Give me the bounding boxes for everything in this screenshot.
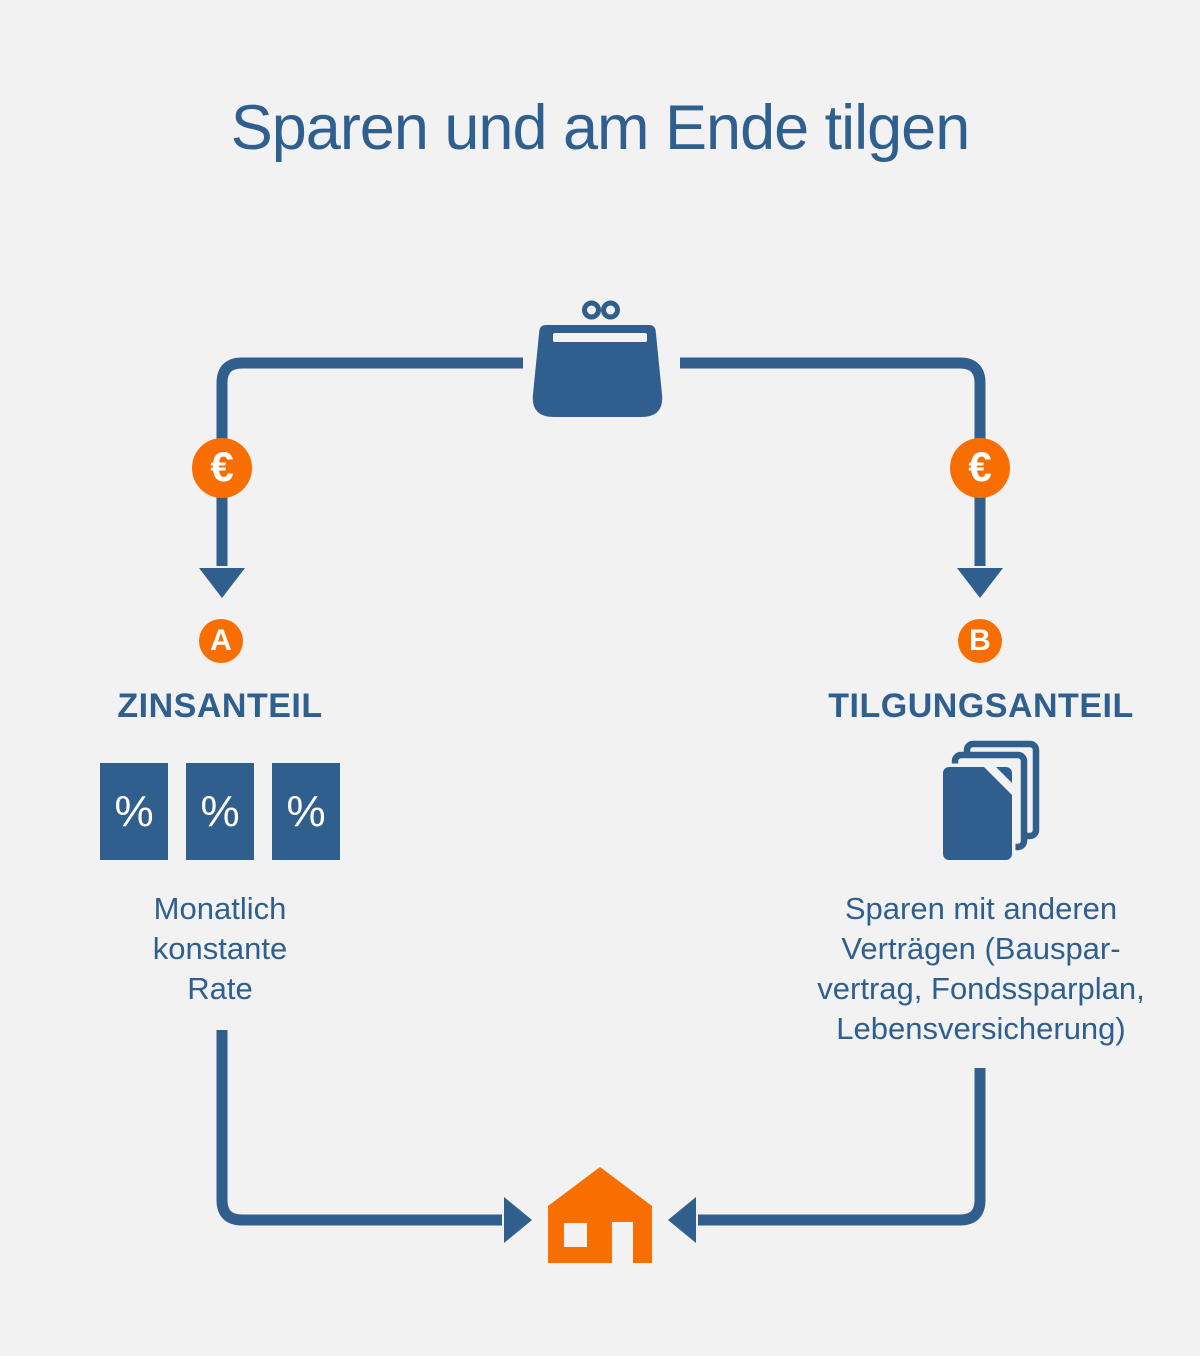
- house-window: [564, 1223, 587, 1247]
- badge-a: A: [199, 619, 243, 663]
- flow-line-bottom-left: [216, 1030, 532, 1243]
- heading-tilgungsanteil: TILGUNGSANTEIL: [828, 687, 1134, 725]
- house-door: [612, 1222, 633, 1263]
- arrow-down-left-icon: [199, 568, 245, 598]
- arrow-left-icon: [668, 1197, 696, 1243]
- badge-b: B: [958, 619, 1002, 663]
- description-right: Sparen mit anderen Verträgen (Bauspar- v…: [780, 889, 1182, 1049]
- house-icon: [548, 1167, 652, 1263]
- description-line: Rate: [187, 971, 253, 1006]
- description-line: vertrag, Fondssparplan,: [817, 971, 1145, 1006]
- flow-line-top-left: [199, 357, 523, 598]
- percent-icon: %: [272, 763, 340, 860]
- description-line: Monatlich: [153, 891, 287, 926]
- arrow-right-icon: [504, 1197, 532, 1243]
- purse-icon: [532, 300, 663, 417]
- description-line: konstante: [152, 931, 288, 966]
- percent-tiles: % % %: [100, 763, 340, 860]
- heading-zinsanteil: ZINSANTEIL: [117, 687, 323, 725]
- description-line: Sparen mit anderen: [844, 891, 1118, 926]
- flow-line-bottom-right: [668, 1068, 986, 1243]
- euro-badge-right: €: [950, 438, 1010, 498]
- flow-line-top-right: [680, 357, 1003, 598]
- description-left: Monatlich konstante Rate: [70, 889, 370, 1009]
- percent-icon: %: [186, 763, 254, 860]
- euro-badge-left: €: [192, 438, 252, 498]
- documents-icon: [939, 740, 1040, 864]
- description-line: Lebensversicherung): [836, 1011, 1126, 1046]
- page-title: Sparen und am Ende tilgen: [230, 93, 971, 163]
- arrow-down-right-icon: [957, 568, 1003, 598]
- description-line: Verträgen (Bauspar-: [841, 931, 1121, 966]
- percent-icon: %: [100, 763, 168, 860]
